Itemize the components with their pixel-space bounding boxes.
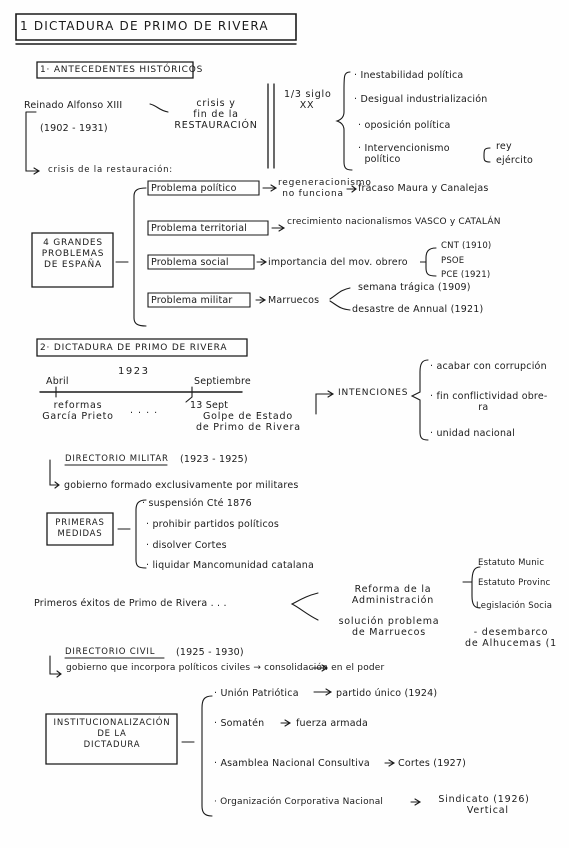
point-industrializacion: · Desigual industrialización bbox=[354, 94, 488, 105]
estatuto-municipal: Estatuto Munic bbox=[478, 558, 545, 568]
siglo-label: 1/3 siglo XX bbox=[284, 89, 332, 111]
nacionalismos: crecimiento nacionalismos VASCO y CATALÁ… bbox=[287, 217, 501, 227]
cortes-1927: Cortes (1927) bbox=[398, 758, 467, 769]
fuerza-armada: fuerza armada bbox=[296, 718, 369, 729]
page-title: 1 DICTADURA DE PRIMO DE RIVERA bbox=[20, 19, 269, 33]
golpe-de-estado: Golpe de Estado de Primo de Rivera bbox=[196, 411, 301, 433]
primeras-medidas: PRIMERAS MEDIDAS bbox=[55, 518, 105, 539]
intencion-corrupcion: · acabar con corrupción bbox=[430, 361, 547, 372]
union-patriotica: · Unión Patriótica bbox=[214, 688, 299, 699]
point-inestabilidad: · Inestabilidad política bbox=[354, 70, 464, 81]
regeneracionismo: regeneracionismo no funciona bbox=[278, 178, 372, 199]
point-oposicion: · oposición política bbox=[358, 120, 451, 131]
directorio-civil: DIRECTORIO CIVIL bbox=[65, 647, 156, 657]
section-1-heading: 1· ANTECEDENTES HISTÓRICOS bbox=[40, 65, 204, 75]
intenciones-label: INTENCIONES bbox=[338, 388, 409, 398]
marruecos: Marruecos bbox=[268, 295, 320, 306]
partido-unico: partido único (1924) bbox=[336, 688, 438, 699]
problema-militar: Problema militar bbox=[151, 295, 233, 306]
cnt: CNT (1910) bbox=[441, 241, 492, 251]
sept-13: 13 Sept bbox=[190, 400, 229, 411]
medida-suspension: · suspensión Cté 1876 bbox=[142, 498, 252, 509]
problema-territorial: Problema territorial bbox=[151, 223, 248, 234]
abril-label: Abril bbox=[46, 376, 69, 387]
primeros-exitos: Primeros éxitos de Primo de Rivera . . . bbox=[34, 598, 227, 609]
directorio-militar-years: (1923 - 1925) bbox=[180, 454, 248, 465]
intencion-unidad: · unidad nacional bbox=[430, 428, 516, 439]
medida-mancomunidad: · liquidar Mancomunidad catalana bbox=[146, 560, 314, 571]
point-intervencionismo: · Intervencionismo político bbox=[358, 143, 450, 165]
estatuto-provincial: Estatuto Provinc bbox=[478, 578, 551, 588]
asamblea-nacional: · Asamblea Nacional Consultiva bbox=[214, 758, 370, 769]
gobierno-civiles: gobierno que incorpora políticos civiles… bbox=[66, 663, 385, 673]
septiembre-label: Septiembre bbox=[194, 376, 251, 387]
movimiento-obrero: importancia del mov. obrero bbox=[268, 257, 408, 268]
reforma-administracion: Reforma de la Administración bbox=[351, 584, 435, 606]
crisis-restauracion-label: crisis de la restauración: bbox=[48, 165, 173, 175]
problema-social: Problema social bbox=[151, 257, 229, 268]
medida-cortes: · disolver Cortes bbox=[146, 540, 227, 551]
reformas-garcia-prieto: reformas García Prieto bbox=[42, 400, 114, 422]
reinado-label: Reinado Alfonso XIII bbox=[24, 100, 123, 111]
rey-label: rey bbox=[496, 141, 512, 152]
reinado-years: (1902 - 1931) bbox=[40, 123, 108, 134]
pce: PCE (1921) bbox=[441, 270, 491, 280]
intencion-conflictividad: · fin conflictividad obre- ra bbox=[430, 391, 548, 413]
directorio-militar: DIRECTORIO MILITAR bbox=[65, 454, 169, 464]
section-2-heading: 2· DICTADURA DE PRIMO DE RIVERA bbox=[40, 343, 228, 353]
problema-politico: Problema político bbox=[151, 183, 237, 194]
somaten: · Somatén bbox=[214, 718, 265, 729]
institucionalizacion: INSTITUCIONALIZACIÓN DE LA DICTADURA bbox=[53, 718, 171, 750]
year-1923: 1923 bbox=[118, 366, 150, 377]
medida-partidos: · prohibir partidos políticos bbox=[146, 519, 280, 530]
cuatro-grandes-problemas: 4 GRANDES PROBLEMAS DE ESPAÑA bbox=[41, 238, 105, 270]
semana-tragica: semana trágica (1909) bbox=[358, 282, 471, 293]
fracaso-maura: fracaso Maura y Canalejas bbox=[358, 183, 489, 194]
crisis-restauracion: crisis y fin de la RESTAURACIÓN bbox=[174, 98, 258, 131]
dots: · · · · bbox=[130, 408, 159, 419]
desastre-annual: desastre de Annual (1921) bbox=[352, 304, 484, 315]
organizacion-corporativa: · Organización Corporativa Nacional bbox=[214, 797, 384, 807]
legislacion-social: Legislación Socia bbox=[476, 601, 553, 611]
psoe: PSOE bbox=[441, 256, 465, 266]
gobierno-militares: gobierno formado exclusivamente por mili… bbox=[64, 480, 299, 491]
ejercito-label: ejército bbox=[496, 155, 534, 166]
solucion-marruecos: solución problema de Marruecos bbox=[338, 616, 440, 638]
desembarco-alhucemas: - desembarco de Alhucemas (1 bbox=[465, 627, 557, 649]
sindicato-vertical: Sindicato (1926) Vertical bbox=[438, 794, 530, 816]
directorio-civil-years: (1925 - 1930) bbox=[176, 647, 244, 658]
